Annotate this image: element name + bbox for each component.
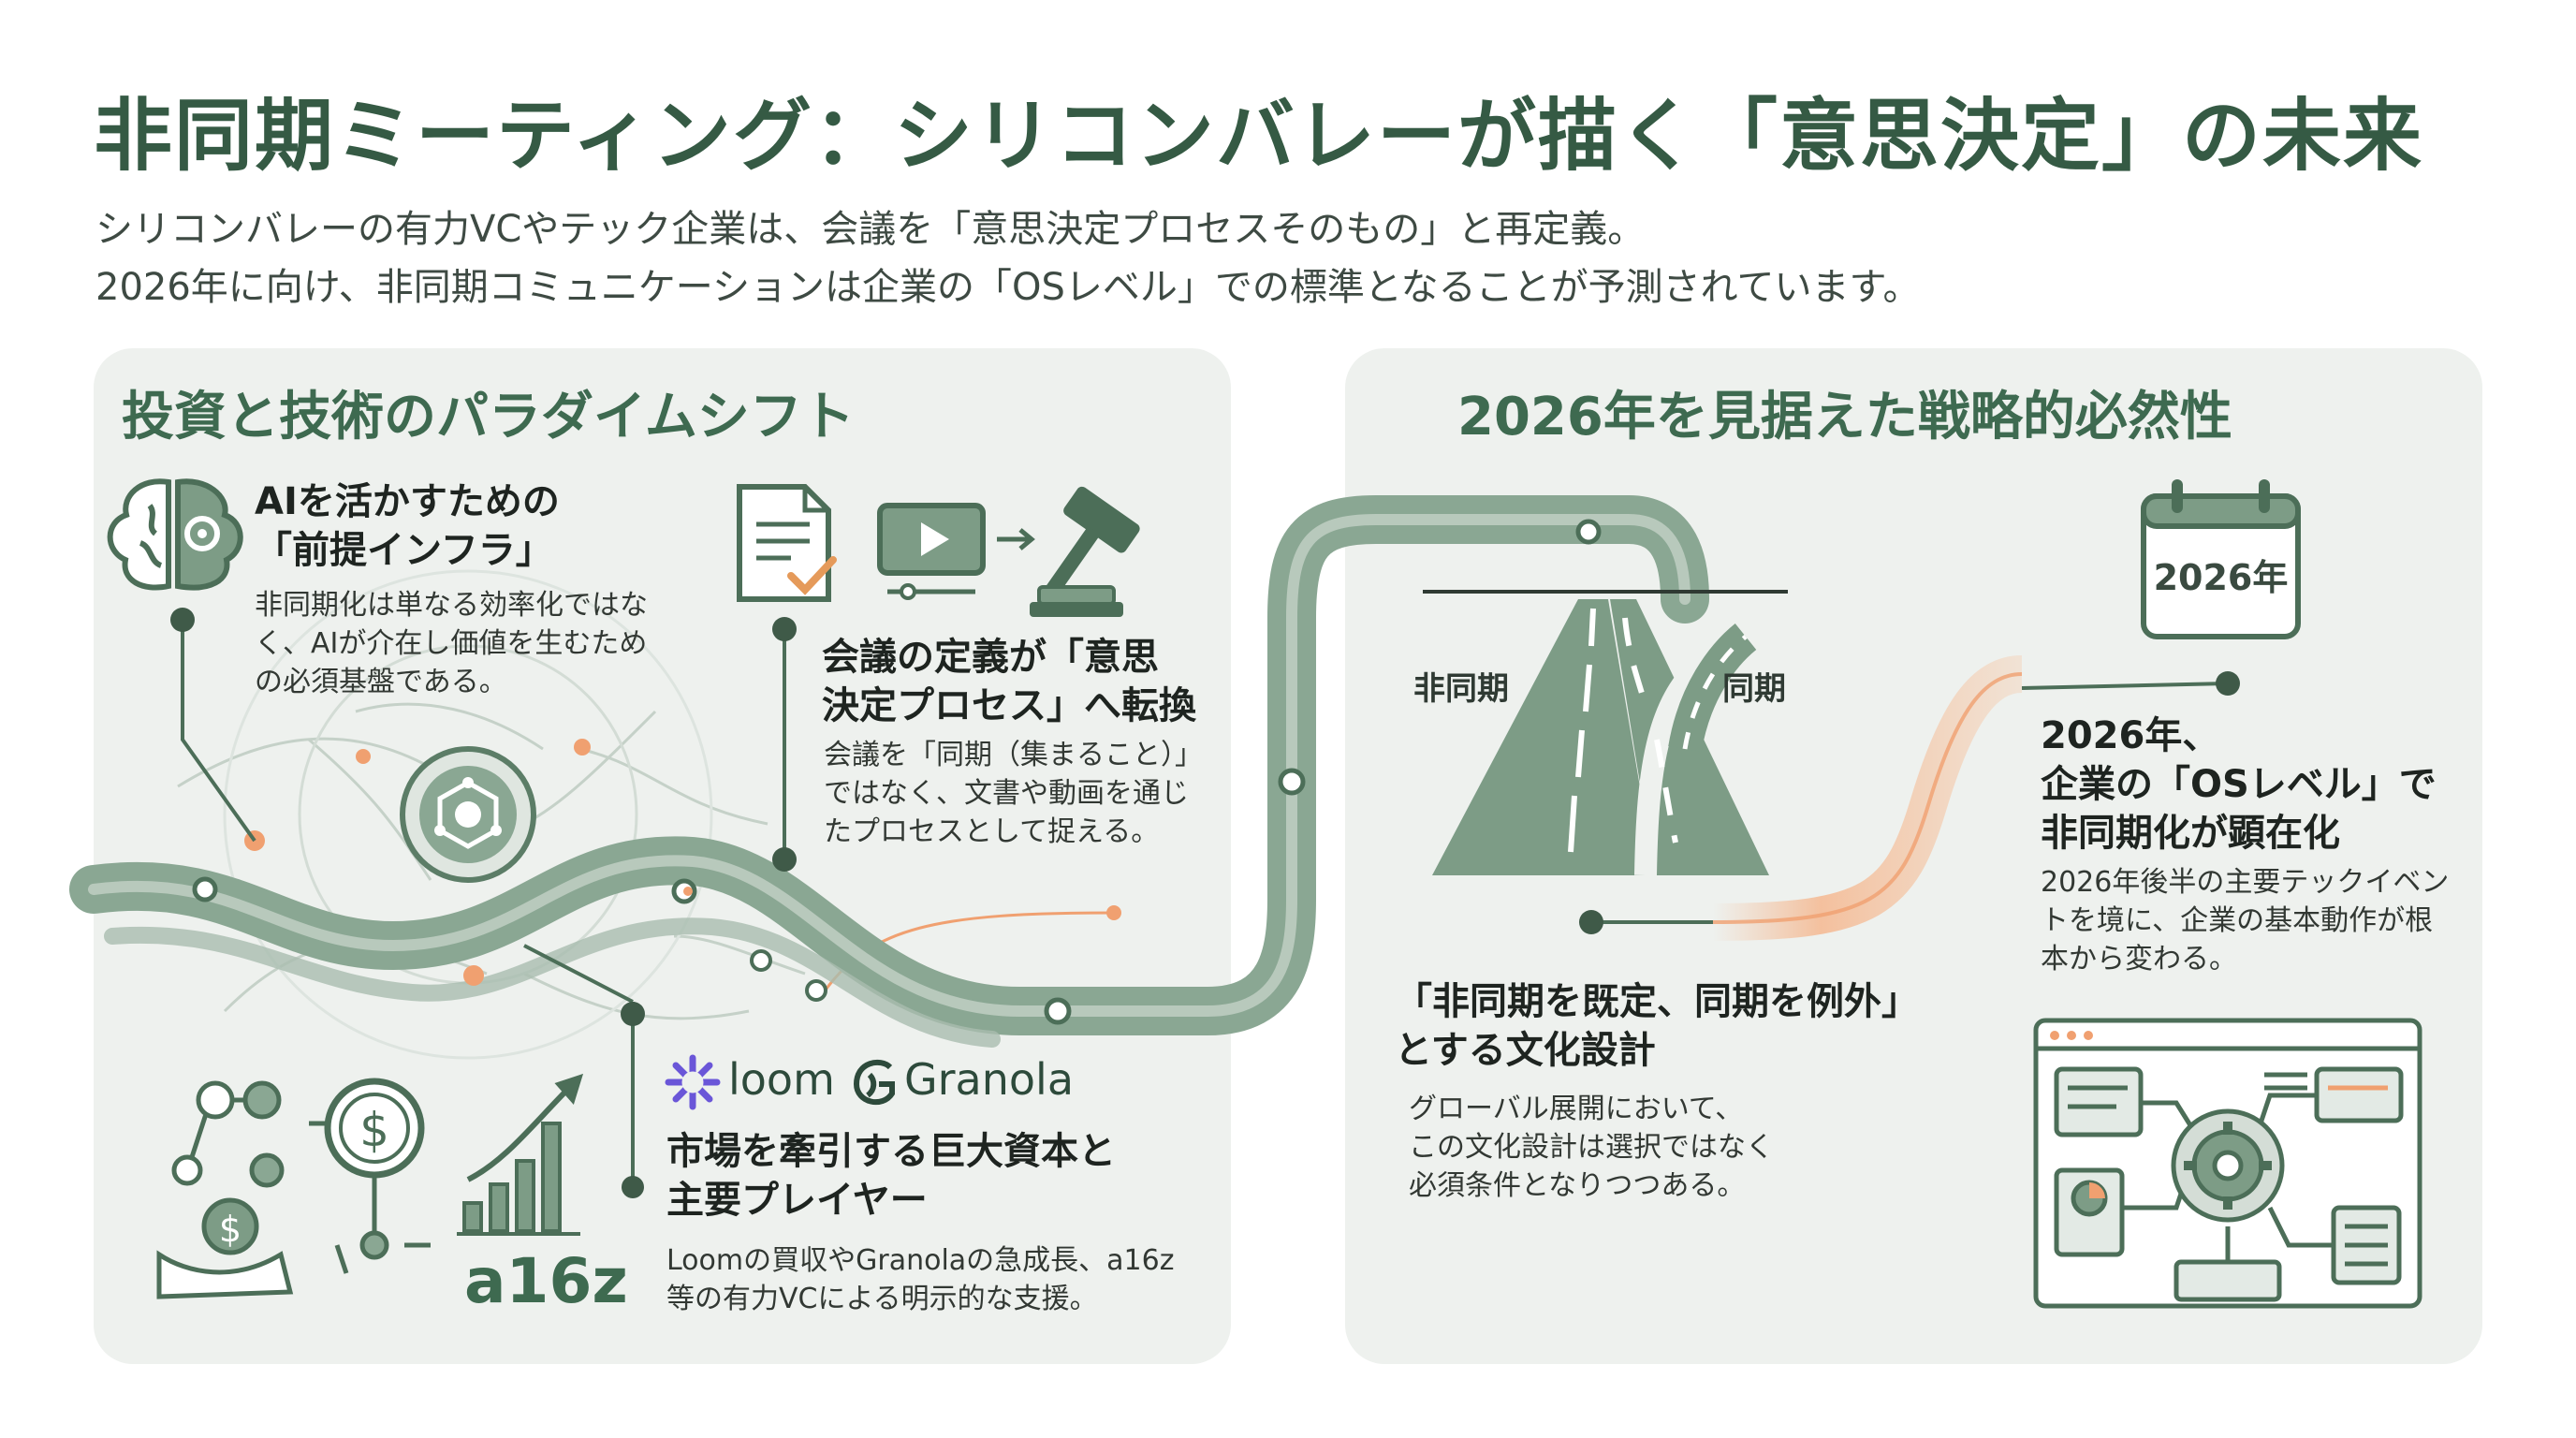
road-fork-icon	[1423, 590, 1788, 876]
ai-infra-body-line: 非同期化は単なる効率化ではな	[255, 589, 648, 622]
connector-dots	[170, 608, 2240, 1198]
os-level-title-line3: 非同期化が顕在化	[2041, 812, 2340, 855]
dollar-glyph: $	[359, 1103, 389, 1157]
road-label-sync: 同期	[1722, 670, 1786, 708]
culture-design-body-line: グローバル展開において、	[1409, 1093, 1744, 1125]
ai-infra-body: 非同期化は単なる効率化ではな く、AIが介在し価値を生むため の必須基盤である。	[255, 586, 648, 701]
meeting-definition-title-line1: 会議の定義が「意思	[822, 636, 1159, 679]
culture-design-body-line: この文化設計は選択ではなく	[1409, 1131, 1774, 1164]
page-title: 非同期ミーティング：シリコンバレーが描く「意思決定」の未来	[94, 90, 2423, 182]
ai-infra-body-line: の必須基盤である。	[255, 666, 507, 698]
market-players-title-line1: 市場を牽引する巨大資本と	[666, 1130, 1116, 1173]
ai-infra-title-line1: AIを活かすための	[255, 480, 560, 523]
os-level-body-line: トを境に、企業の基本動作が根	[2041, 904, 2434, 937]
meeting-definition-title-line2: 決定プロセス」へ転換	[822, 684, 1196, 727]
os-level-title-line2: 企業の「OSレベル」で	[2041, 763, 2437, 806]
meeting-definition-body-line: ではなく、文書や動画を通じ	[824, 777, 1189, 810]
orange-road	[1712, 655, 2024, 941]
os-level-title: 2026年、 企業の「OSレベル」で 非同期化が顕在化	[2041, 712, 2437, 858]
market-players-title-line2: 主要プレイヤー	[666, 1179, 928, 1222]
os-level-body-line: 2026年後半の主要テックイベン	[2041, 866, 2450, 899]
network-hub-icon	[400, 746, 536, 883]
culture-design-title-line2: とする文化設計	[1395, 1029, 1656, 1072]
granola-brand: Granola	[904, 1054, 1075, 1105]
meeting-definition-body: 会議を「同期（集まること）」 ではなく、文書や動画を通じ たプロセスとして捉える…	[824, 736, 1203, 851]
subtitle-line-1: シリコンバレーの有力VCやテック企業は、会議を「意思決定プロセスそのもの」と再定…	[95, 208, 1646, 251]
road-label-async: 非同期	[1413, 670, 1509, 708]
ai-infra-title: AIを活かすための 「前提インフラ」	[255, 477, 560, 575]
granola-logo-icon	[853, 1059, 895, 1105]
culture-design-body: グローバル展開において、 この文化設計は選択ではなく 必須条件となりつつある。	[1409, 1090, 1774, 1205]
video-play-icon	[877, 503, 1035, 600]
loom-brand: loom	[728, 1054, 835, 1105]
subtitle-line-2: 2026年に向け、非同期コミュニケーションは企業の「OSレベル」での標準となるこ…	[95, 266, 1921, 309]
meeting-definition-body-line: 会議を「同期（集まること）」	[824, 739, 1203, 771]
document-check-icon	[737, 484, 837, 602]
road-nodes	[192, 519, 1602, 1025]
connector-lines	[181, 620, 2229, 1187]
growth-chart-icon	[457, 1073, 584, 1236]
meeting-definition-title: 会議の定義が「意思 決定プロセス」へ転換	[822, 633, 1196, 730]
market-players-title: 市場を牽引する巨大資本と 主要プレイヤー	[666, 1127, 1116, 1225]
brain-gear-icon	[107, 478, 243, 591]
svg-text:$: $	[219, 1209, 242, 1250]
a16z-brand: a16z	[464, 1245, 628, 1317]
market-players-body: Loomの買収やGranolaの急成長、a16z 等の有力VCによる明示的な支援…	[666, 1241, 1174, 1318]
culture-design-title: 「非同期を既定、同期を例外」 とする文化設計	[1395, 977, 1919, 1075]
meeting-definition-body-line: たプロセスとして捉える。	[824, 815, 1160, 848]
os-dashboard-icon	[2033, 1018, 2422, 1309]
dollar-network-icon: $ $	[156, 1078, 431, 1299]
right-panel-heading: 2026年を見据えた戦略的必然性	[1457, 387, 2232, 448]
left-panel-heading: 投資と技術のパラダイムシフト	[122, 387, 855, 448]
os-level-body: 2026年後半の主要テックイベン トを境に、企業の基本動作が根 本から変わる。	[2041, 863, 2449, 978]
ai-infra-title-line2: 「前提インフラ」	[255, 529, 553, 572]
ai-infra-body-line: く、AIが介在し価値を生むため	[255, 627, 648, 660]
calendar-year-label: 2026年	[2153, 557, 2289, 598]
gavel-icon	[1030, 486, 1140, 617]
market-players-body-line: 等の有力VCによる明示的な支援。	[666, 1283, 1098, 1315]
os-level-title-line1: 2026年、	[2041, 714, 2220, 757]
market-players-body-line: Loomの買収やGranolaの急成長、a16z	[666, 1244, 1175, 1277]
calendar-icon	[2141, 479, 2301, 639]
culture-design-body-line: 必須条件となりつつある。	[1409, 1169, 1746, 1202]
culture-design-title-line1: 「非同期を既定、同期を例外」	[1395, 980, 1919, 1023]
loom-logo-icon	[665, 1054, 721, 1110]
os-level-body-line: 本から変わる。	[2041, 943, 2237, 976]
main-road	[69, 495, 1709, 1048]
